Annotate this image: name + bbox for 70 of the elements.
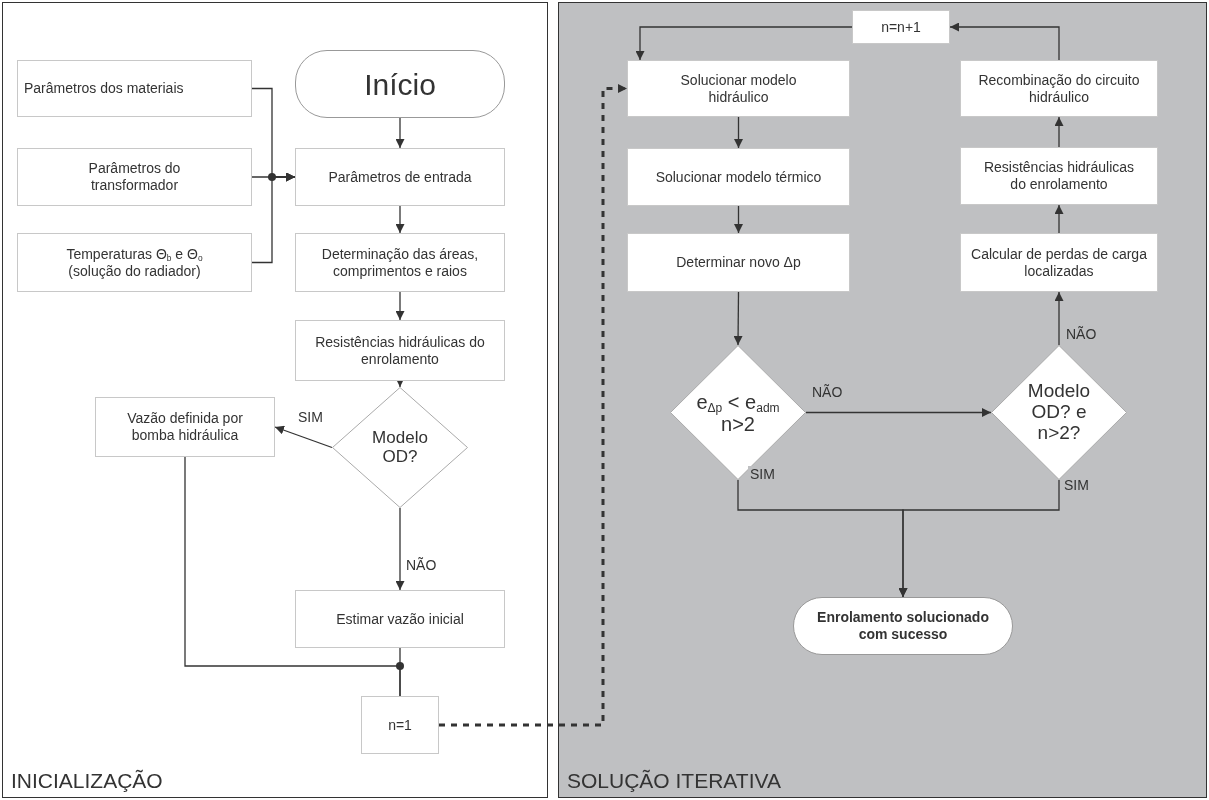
panel [2,2,548,798]
decision-diamond [991,345,1127,480]
process-box [361,696,439,754]
arrow [898,479,1060,598]
edge-label: NÃO [810,384,845,400]
arrow [733,291,743,346]
process-box [852,10,950,44]
node-text: Parâmetros de entrada [327,168,473,186]
node-text: e$_{Δp}$ < e$_{adm}$ n>2 [695,390,781,435]
process-box [627,148,850,206]
arrow [734,205,743,234]
process-box [17,233,252,292]
process-box [960,60,1158,117]
node-text: Determinar novo Δp [675,254,802,271]
node-text: Modelo OD? e n>2? [1026,381,1092,444]
node-text: Parâmetros do transformador [87,160,182,194]
node-text: Recombinação do circuito hidráulico [977,71,1141,106]
process-box [295,590,505,648]
node-text: Resistências hidráulicas do enrolamento [982,159,1136,193]
node-text: Início [363,67,437,101]
edge-label: NÃO [1064,326,1099,342]
arrow [1054,116,1064,148]
arrow [635,26,853,61]
arrow [734,116,743,149]
decision-diamond [332,387,468,508]
process-box [17,148,252,206]
node-text: Enrolamento solucionado com sucesso [816,609,990,643]
node-text: n=1 [387,716,413,734]
node-text: Determinação das áreas, comprimentos e raios [320,245,480,280]
node-text: Estimar vazão inicial [335,610,465,628]
arrow [395,378,405,388]
node-text: Vazão definida por bomba hidráulica [126,410,244,444]
arrow [251,172,296,264]
arrow [949,22,1060,61]
node-text: Solucionar modelo térmico [654,168,823,186]
connector-line [399,647,401,697]
panel-title: INICIALIZAÇÃO [11,769,163,793]
arrow [1054,204,1064,234]
node-text: Modelo OD? [371,428,429,467]
arrow [395,205,405,234]
panel-title: SOLUÇÃO ITERATIVA [567,769,781,793]
arrow [805,408,992,417]
edge-label: SIM [296,409,325,425]
node-text: Temperaturas Θ$_{b}$ e Θ$_{o}$ (solução do radiador) [65,245,204,280]
process-box [295,320,505,381]
edge-label: NÃO [404,557,439,573]
edge-label: SIM [748,466,777,482]
terminal-box [295,50,505,118]
decision-diamond [670,345,806,480]
process-box [295,148,505,206]
node-text: n=n+1 [880,18,922,36]
dashed-arrow [439,84,627,727]
process-box [95,397,275,457]
process-box [17,60,252,117]
node-text: Solucionar modelo hidráulico [679,71,798,106]
edge-label: SIM [1062,477,1091,493]
node-text: Resistências hidráulicas do enrolamento [314,333,486,368]
process-box [627,233,850,292]
panel [558,2,1207,798]
node-text: Parâmetros dos materiais [23,80,185,97]
node-text: Calcular de perdas de carga localizadas [970,245,1148,280]
arrow [395,291,405,321]
process-box [295,233,505,292]
arrow [395,507,405,591]
process-box [627,60,850,117]
process-box [960,147,1158,205]
arrow [274,425,333,449]
arrow [395,117,405,149]
process-box [960,233,1158,292]
arrow [1054,291,1064,346]
